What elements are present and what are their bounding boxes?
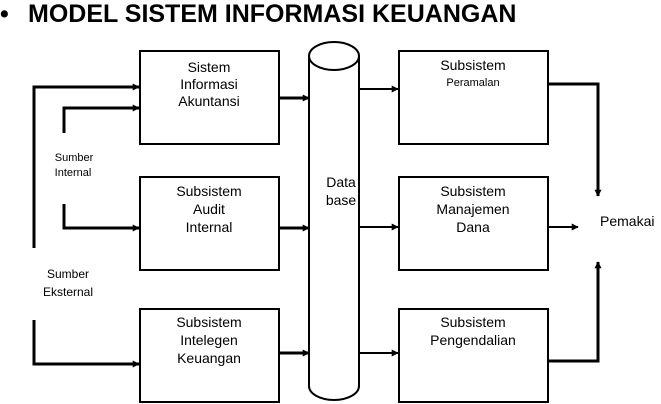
output-box-frame	[398, 50, 549, 145]
output-box-label: Dana	[456, 219, 490, 235]
external-source-line-1: Sumber	[47, 267, 89, 281]
input-box-frame	[139, 308, 280, 403]
output-box-pengendalian: Subsistem Pengendalian	[398, 308, 549, 403]
source-connectors	[32, 83, 140, 368]
output-box-label: Manajemen	[436, 201, 509, 217]
internal-source-line-1: Sumber	[55, 152, 94, 164]
database-label: base	[326, 192, 357, 208]
external-to-akuntansi-line	[32, 83, 140, 248]
output-box-label: Subsistem	[440, 183, 505, 199]
input-box-akuntansi: Sistem Informasi Akuntansi	[139, 50, 280, 145]
input-to-database-arrows	[280, 94, 310, 357]
output-box-label: Subsistem	[440, 57, 505, 73]
input-box-label: Akuntansi	[178, 93, 239, 109]
external-source-label: Sumber Eksternal	[43, 267, 93, 299]
output-box-peramalan: Subsistem Peramalan	[398, 50, 549, 145]
input-box-label: Internal	[186, 219, 233, 235]
database-top	[308, 41, 360, 71]
input-box-label: Keuangan	[177, 350, 241, 366]
internal-source-line-2: Internal	[55, 167, 92, 179]
input-box-audit: Subsistem Audit Internal	[139, 176, 280, 271]
output-box-frame	[398, 176, 549, 271]
page-title: MODEL SISTEM INFORMASI KEUANGAN	[28, 0, 516, 28]
pengendalian-to-user-line	[548, 261, 602, 363]
internal-to-audit-line	[62, 204, 140, 232]
user-label: Pemakai	[600, 213, 654, 229]
database-to-output-arrows	[359, 85, 399, 357]
internal-source-label: Sumber Internal	[55, 152, 94, 179]
output-box-manajemen: Subsistem Manajemen Dana	[398, 176, 549, 271]
external-source-line-2: Eksternal	[43, 285, 93, 299]
output-box-label: Pengendalian	[430, 332, 516, 348]
database-label: Data	[326, 174, 356, 190]
output-to-user-connectors	[548, 82, 602, 363]
internal-to-akuntansi-line	[62, 104, 140, 133]
input-box-frame	[139, 50, 280, 145]
input-box-intelegen: Subsistem Intelegen Keuangan	[139, 308, 280, 403]
peramalan-to-user-line	[548, 82, 602, 197]
output-box-label: Peramalan	[446, 77, 499, 89]
external-to-intelegen-line	[32, 320, 140, 368]
input-box-label: Sistem	[188, 59, 231, 75]
output-box-frame	[398, 308, 549, 403]
input-box-label: Informasi	[180, 76, 238, 92]
title-bullet: •	[0, 0, 9, 28]
input-box-label: Subsistem	[176, 314, 241, 330]
database-body	[308, 56, 360, 401]
input-box-label: Audit	[193, 201, 225, 217]
output-box-label: Subsistem	[440, 314, 505, 330]
database-cylinder: Data base	[308, 41, 360, 401]
input-box-frame	[139, 176, 280, 271]
input-box-label: Subsistem	[176, 183, 241, 199]
input-box-label: Intelegen	[180, 332, 238, 348]
